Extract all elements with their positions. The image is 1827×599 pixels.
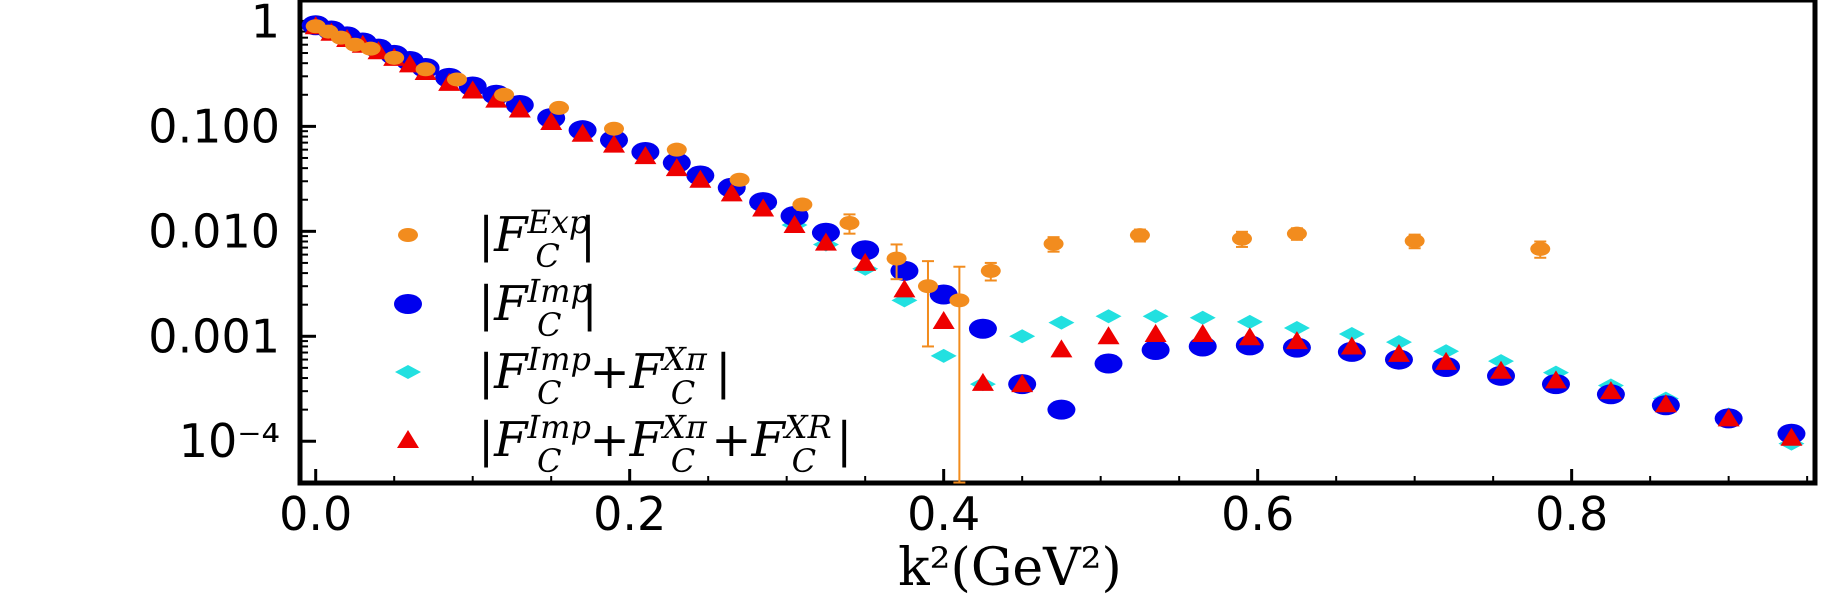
y-tick-label: 10⁻⁴ (179, 414, 280, 468)
data-point (1286, 226, 1307, 241)
data-point (839, 216, 860, 231)
data-point (971, 372, 994, 391)
data-point (1048, 315, 1075, 330)
data-point (1530, 241, 1551, 256)
data-point (1011, 374, 1034, 393)
data-point (540, 112, 563, 131)
data-point (932, 310, 955, 329)
y-tick-label: 0.100 (148, 99, 280, 153)
data-point (1129, 228, 1150, 243)
data-point (1285, 331, 1308, 350)
y-tick-label: 1 (251, 0, 280, 48)
data-point (1780, 427, 1803, 446)
x-tick-label: 0.0 (279, 487, 352, 541)
data-point (854, 252, 877, 271)
data-point (689, 169, 712, 188)
data-point (886, 251, 907, 266)
data-point (602, 134, 625, 153)
data-point (446, 72, 467, 87)
legend-marker (397, 430, 419, 448)
data-point (1599, 381, 1622, 400)
y-tick-label: 0.010 (148, 204, 280, 258)
data-point (1717, 408, 1740, 427)
plot-marks (301, 15, 1806, 484)
data-point (398, 54, 421, 73)
data-point (1236, 314, 1263, 329)
data-point (893, 279, 916, 298)
data-point (1009, 329, 1036, 344)
data-point (1238, 327, 1261, 346)
data-point (980, 263, 1001, 278)
data-point (1050, 339, 1073, 358)
data-point (1189, 310, 1216, 325)
x-tick-label: 0.6 (1221, 487, 1294, 541)
data-point (720, 183, 743, 202)
data-point (1490, 360, 1513, 379)
data-point (1231, 231, 1252, 246)
legend-marker (395, 365, 421, 379)
data-point (968, 318, 997, 339)
data-point (344, 37, 365, 52)
x-tick-label: 0.4 (907, 487, 980, 541)
data-point (634, 146, 657, 165)
data-point (1141, 340, 1170, 361)
legend-marker (398, 228, 418, 242)
data-point (571, 123, 594, 142)
data-point (783, 214, 806, 233)
data-point (508, 99, 531, 118)
data-point (752, 198, 775, 217)
data-point (729, 172, 750, 187)
data-point (461, 80, 484, 99)
data-point (360, 41, 381, 56)
data-point (1338, 327, 1365, 342)
x-axis-title: k²(GeV²) (898, 538, 1122, 598)
data-point (330, 30, 351, 45)
data-point (917, 279, 938, 294)
data-point (1144, 324, 1167, 343)
data-point (1142, 309, 1169, 324)
data-point (549, 100, 570, 115)
data-point (1654, 394, 1677, 413)
data-point (814, 232, 837, 251)
data-point (1404, 233, 1425, 248)
data-point (792, 197, 813, 212)
data-point (1544, 370, 1567, 389)
data-point (1340, 336, 1363, 355)
y-axis-ticks: 1 0.100 0.010 0.001 10⁻⁴ (148, 0, 316, 468)
data-point (603, 121, 624, 136)
x-axis-ticks: 0.0 0.2 0.4 0.6 0.8 (279, 469, 1809, 541)
data-point (1191, 324, 1214, 343)
data-point (1283, 320, 1310, 335)
series-0 (305, 19, 1551, 484)
data-point (384, 50, 405, 65)
data-point (930, 348, 957, 363)
y-tick-label: 0.001 (148, 309, 280, 363)
data-point (1043, 236, 1064, 251)
data-point (1094, 353, 1123, 374)
data-point (415, 62, 436, 77)
data-point (494, 87, 515, 102)
data-point (1385, 335, 1412, 350)
data-point (666, 142, 687, 157)
data-point (949, 293, 970, 308)
x-tick-label: 0.2 (593, 487, 666, 541)
data-point (1097, 326, 1120, 345)
data-point (1095, 309, 1122, 324)
data-point (1387, 343, 1410, 362)
legend-marker (394, 294, 422, 314)
x-tick-label: 0.8 (1535, 487, 1608, 541)
data-point (665, 158, 688, 177)
data-point (1435, 351, 1458, 370)
data-point (1047, 399, 1076, 420)
data-point (1433, 344, 1460, 359)
data-point (851, 240, 880, 261)
